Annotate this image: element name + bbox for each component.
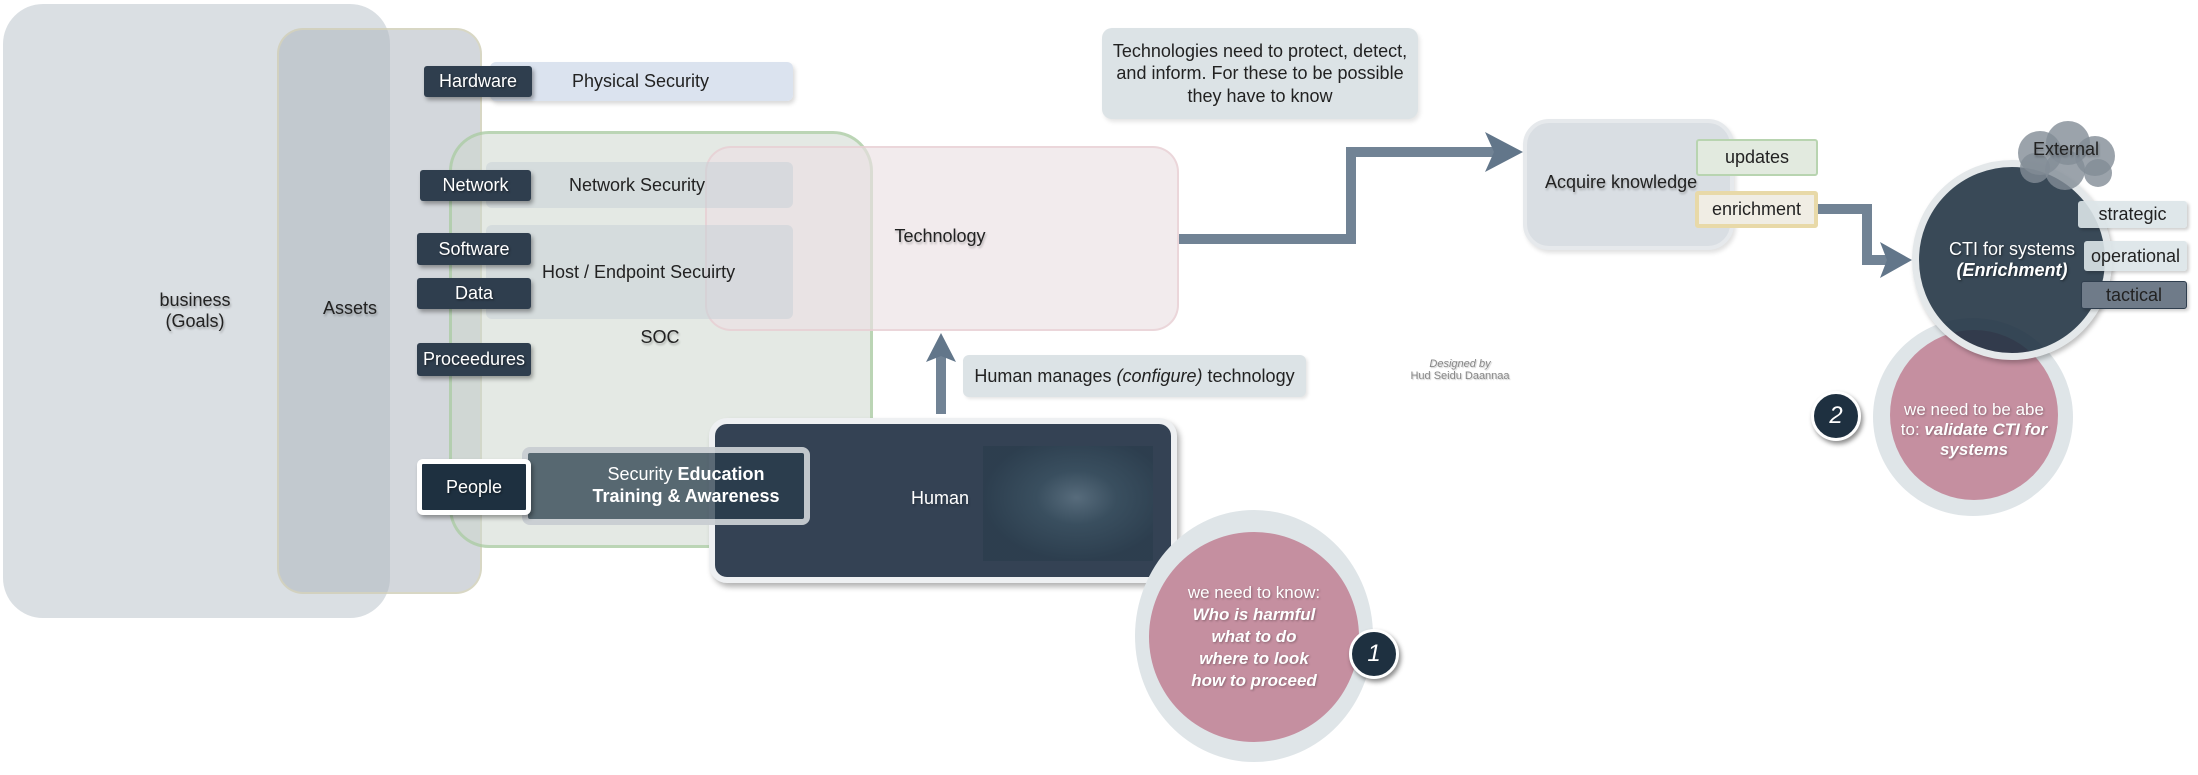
enrichment-tag: enrichment <box>1695 191 1818 228</box>
people-badge: People <box>417 459 531 515</box>
hm-text-a: Human manages <box>974 365 1117 386</box>
goals-text: (Goals) <box>165 311 225 331</box>
network-security-label: Network Security <box>569 174 706 195</box>
business-label: business(Goals) <box>135 290 255 332</box>
arrowhead-tech <box>926 333 956 362</box>
tech-note: Technologies need to protect, detect, an… <box>1102 28 1418 119</box>
need1-item: where to look <box>1199 649 1309 669</box>
hm-text-c: technology <box>1202 365 1295 386</box>
seta-security: Security <box>607 464 678 485</box>
seta-training: Training & Awareness <box>592 486 780 506</box>
host-security-row: Host / Endpoint Secuirty <box>486 225 793 319</box>
physical-security-label: Physical Security <box>572 71 710 91</box>
network-security-row: Network Security <box>486 162 793 208</box>
need1-intro: we need to know: <box>1187 582 1321 602</box>
cloud-icon <box>2018 121 2115 190</box>
seta-education: Education <box>677 464 765 485</box>
hardware-badge: Hardware <box>424 66 532 97</box>
number-1-badge: 1 <box>1349 629 1399 679</box>
physical-security-row: Physical Security <box>490 62 793 101</box>
arrowhead-cti <box>1880 242 1912 278</box>
assets-label: Assets <box>322 298 378 318</box>
need1-item: what to do <box>1211 626 1297 646</box>
arrowhead-knowledge <box>1485 132 1523 172</box>
hm-text-b: (configure) <box>1116 365 1203 386</box>
network-badge: Network <box>420 170 531 201</box>
human-manages-note: Human manages (configure) technology <box>963 355 1306 397</box>
business-text: business <box>159 290 231 310</box>
credit-line2: Hud Seidu Daannaa <box>1410 370 1510 382</box>
data-badge: Data <box>417 278 531 309</box>
cti-line1: CTI for systems <box>1948 239 2075 259</box>
updates-tag: updates <box>1696 139 1818 176</box>
technology-label: Technology <box>894 226 986 246</box>
need2-text: we need to be abe to: validate CTI for s… <box>1898 400 2050 460</box>
external-label: External <box>2032 139 2100 159</box>
need2-intro: we need to be abe to: <box>1900 400 2044 439</box>
level-operational: operational <box>2084 241 2187 271</box>
number-2-badge: 2 <box>1811 391 1861 441</box>
credit-line1: Designed by <box>1429 358 1491 370</box>
need1-item: how to proceed <box>1191 671 1317 691</box>
procedures-badge: Proceedures <box>417 343 531 376</box>
need1-circle: we need to know: Who is harmful what to … <box>1149 532 1359 742</box>
tech-to-knowledge-arrow <box>1179 147 1500 244</box>
host-security-label: Host / Endpoint Secuirty <box>542 261 736 282</box>
human-box <box>709 418 1177 583</box>
human-label: Human <box>910 488 970 508</box>
software-badge: Software <box>417 233 531 265</box>
level-tactical: tactical <box>2081 281 2187 309</box>
level-strategic: strategic <box>2078 201 2187 228</box>
need1-item: Who is harmful <box>1192 604 1316 624</box>
designer-credit: Designed by Hud Seidu Daannaa <box>1390 358 1530 382</box>
soc-label: SOC <box>640 327 680 347</box>
cti-line2: (Enrichment) <box>1956 260 2068 280</box>
human-face-image <box>983 446 1153 561</box>
acquire-label: Acquire knowledge <box>1545 172 1698 192</box>
need2-bold: validate CTI for systems <box>1924 420 2048 459</box>
enrichment-to-cti-arrow <box>1818 204 1890 265</box>
